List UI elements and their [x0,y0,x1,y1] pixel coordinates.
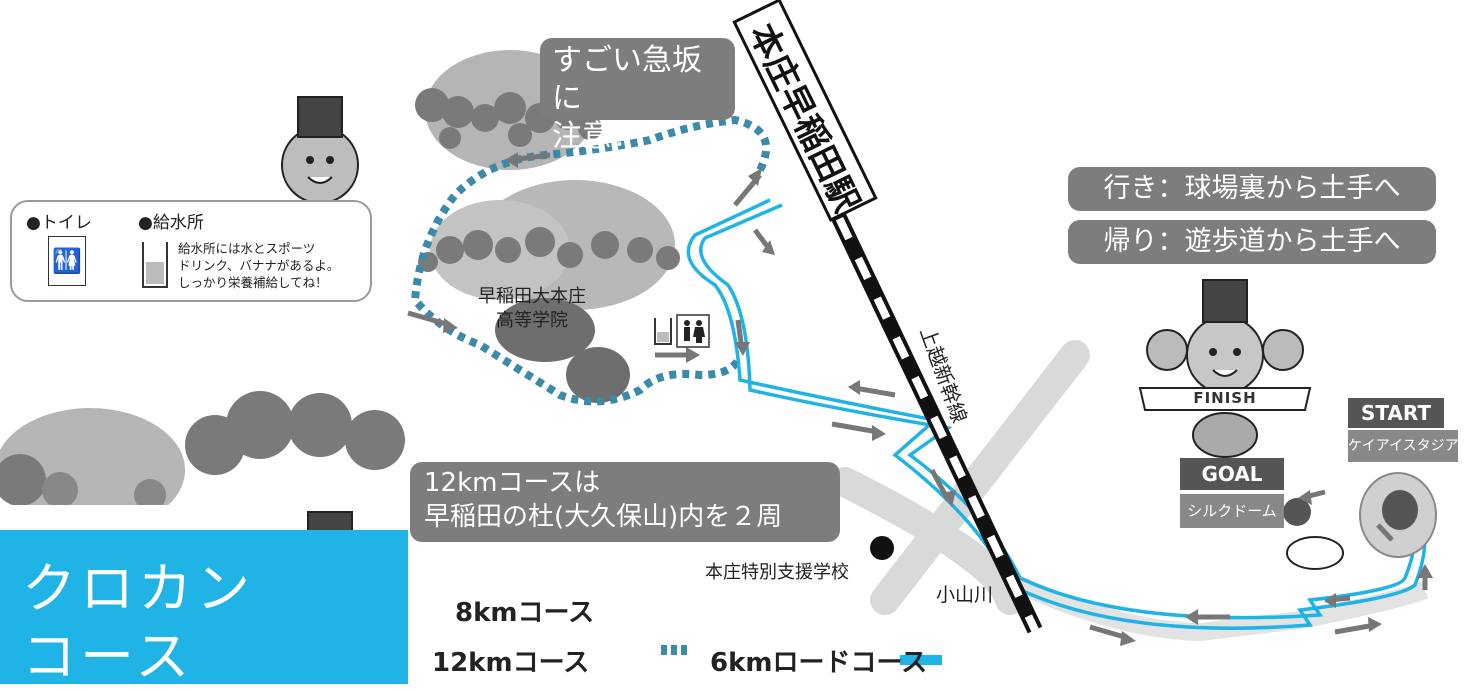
school-building [495,298,595,362]
callout-route-out: 行き：球場裏から土手へ [1068,167,1436,211]
legend-water-note-line1: 給水所には水とスポーツ [178,241,316,256]
title-line2: コース [22,625,194,688]
finish-ribbon [1138,387,1312,411]
water-station-icon [654,318,672,345]
special-school-dot [870,536,894,560]
river-strip [1016,576,1429,642]
stadium-center [1382,490,1418,530]
road-strip-cross [830,467,1025,615]
callout-12km-note-line1: 12kmコースは [424,468,601,498]
station-label-box [732,0,878,222]
callout-steep-slope: すごい急坂に 注意！ [540,38,735,154]
legend-water-note-line2: ドリンク、バナナがあるよ。 [178,258,340,273]
legend-water-icon [142,242,168,288]
course-8km-label: 8kmコース [455,598,595,628]
course-12km-label: 12kmコース [432,648,590,678]
start-place-label: ケイアイスタジアム [1348,430,1468,462]
tree-row-mid [418,227,680,272]
course-12km-path [410,115,771,406]
tree-row-top [415,88,602,149]
facility-legend-box: ●トイレ ●給水所 🚻 給水所には水とスポーツ ドリンク、バナナがあるよ。 しっ… [10,200,372,302]
course-6km-label: 6kmロードコース [710,648,928,678]
start-label: START [1348,398,1444,428]
callout-12km-note: 12kmコースは 早稲田の杜(大久保山)内を２周 [410,462,840,542]
callout-12km-note-line2: 早稲田の杜(大久保山)内を２周 [424,502,783,532]
finish-label: FINISH [1193,389,1257,407]
school-label-line1: 早稲田大本庄 [478,286,586,307]
river-label: 小山川 [936,584,994,606]
oval-field [1286,536,1344,570]
goal-label: GOAL [1180,458,1284,490]
legend-toilet-icon: 🚻 [48,236,86,286]
special-school-label: 本庄特別支援学校 [705,562,849,583]
callout-steep-slope-line2: 注意！ [552,119,642,154]
legend-water-note: 給水所には水とスポーツ ドリンク、バナナがあるよ。 しっかり栄養補給してね！ [178,240,339,291]
silk-dome [1283,498,1311,526]
school-label-line2: 高等学院 [496,310,568,331]
legend-water-label: ●給水所 [138,213,204,233]
title-line1: クロカン [22,557,254,620]
toilet-icon [676,314,710,348]
callout-steep-slope-line1: すごい急坂に [552,43,702,116]
legend-water-note-line3: しっかり栄養補給してね！ [178,275,328,290]
mascot-top-left [281,96,359,204]
direction-arrows [407,152,1433,646]
legend-toilet-label: ●トイレ [26,213,92,233]
callout-route-back: 帰り：遊歩道から土手へ [1068,220,1436,264]
mascot-finish [1146,279,1304,458]
road-strip-diagonal [870,340,1090,615]
legend-6km-line [900,655,942,665]
school-label: 早稲田大本庄 高等学院 [478,285,586,333]
title-panel: クロカン コース [0,530,408,688]
legend-12km-dots [661,645,687,655]
school-building-2 [566,347,630,403]
goal-place-label: シルクドーム [1180,494,1284,528]
